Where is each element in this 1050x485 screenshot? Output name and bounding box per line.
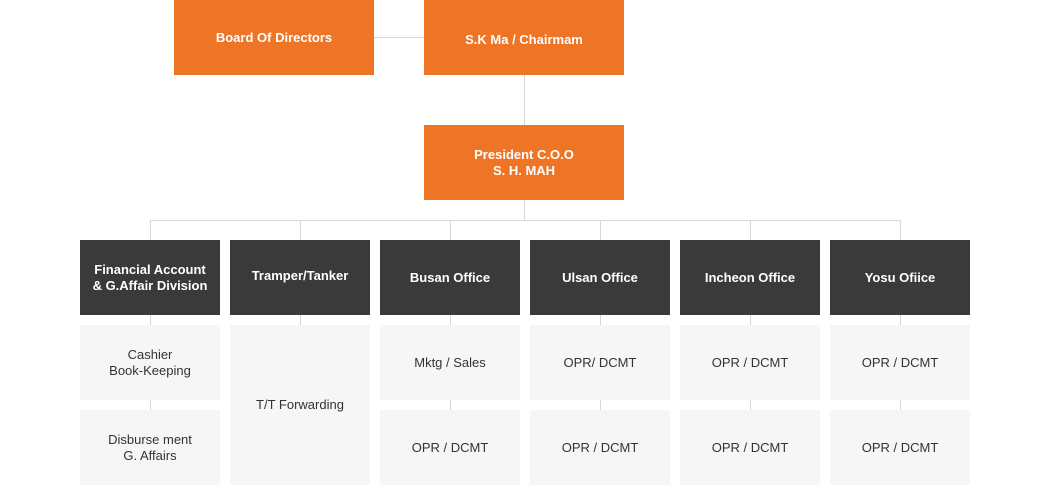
- president-bus-connector: [524, 200, 525, 220]
- sub-unit-tt-forwarding: T/T Forwarding: [230, 325, 370, 485]
- division-ulsan-office: Ulsan Office: [530, 240, 670, 315]
- president-name: S. H. MAH: [492, 162, 556, 178]
- sub-connector: [600, 315, 601, 325]
- sub-connector: [900, 315, 901, 325]
- sub-unit-ulsan-opr-2: OPR / DCMT: [530, 410, 670, 485]
- president-title: President C.O.O: [474, 146, 574, 162]
- sub-connector: [750, 400, 751, 410]
- sub-unit-yosu-opr-2: OPR / DCMT: [830, 410, 970, 485]
- division-busan-office: Busan Office: [380, 240, 520, 315]
- division-drop-1: [150, 220, 151, 240]
- division-incheon-office: Incheon Office: [680, 240, 820, 315]
- sub-unit-disbursement: Disburse ment G. Affairs: [80, 410, 220, 485]
- sub-connector: [450, 400, 451, 410]
- division-drop-3: [450, 220, 451, 240]
- division-drop-5: [750, 220, 751, 240]
- board-chairman-connector: [374, 37, 424, 38]
- sub-connector: [900, 400, 901, 410]
- division-drop-2: [300, 220, 301, 240]
- sub-connector: [450, 315, 451, 325]
- president-box: President C.O.O S. H. MAH: [424, 125, 624, 200]
- sub-connector: [600, 400, 601, 410]
- board-of-directors-box: Board Of Directors: [174, 0, 374, 75]
- sub-unit-busan-opr: OPR / DCMT: [380, 410, 520, 485]
- chairman-president-connector: [524, 75, 525, 125]
- sub-unit-busan-mktg: Mktg / Sales: [380, 325, 520, 400]
- sub-unit-incheon-opr: OPR / DCMT: [680, 325, 820, 400]
- chairman-box: S.K Ma / Chairmam: [424, 0, 624, 75]
- sub-connector: [300, 315, 301, 325]
- division-drop-6: [900, 220, 901, 240]
- division-drop-4: [600, 220, 601, 240]
- sub-connector: [750, 315, 751, 325]
- division-yosu-office: Yosu Ofiice: [830, 240, 970, 315]
- sub-unit-incheon-opr-2: OPR / DCMT: [680, 410, 820, 485]
- sub-connector: [150, 315, 151, 325]
- division-financial-account: Financial Account & G.Affair Division: [80, 240, 220, 315]
- division-tramper-tanker: Tramper/Tanker: [230, 240, 370, 315]
- sub-connector: [150, 400, 151, 410]
- sub-unit-ulsan-opr: OPR/ DCMT: [530, 325, 670, 400]
- sub-unit-cashier: Cashier Book-Keeping: [80, 325, 220, 400]
- sub-unit-yosu-opr: OPR / DCMT: [830, 325, 970, 400]
- division-bus-line: [150, 220, 901, 221]
